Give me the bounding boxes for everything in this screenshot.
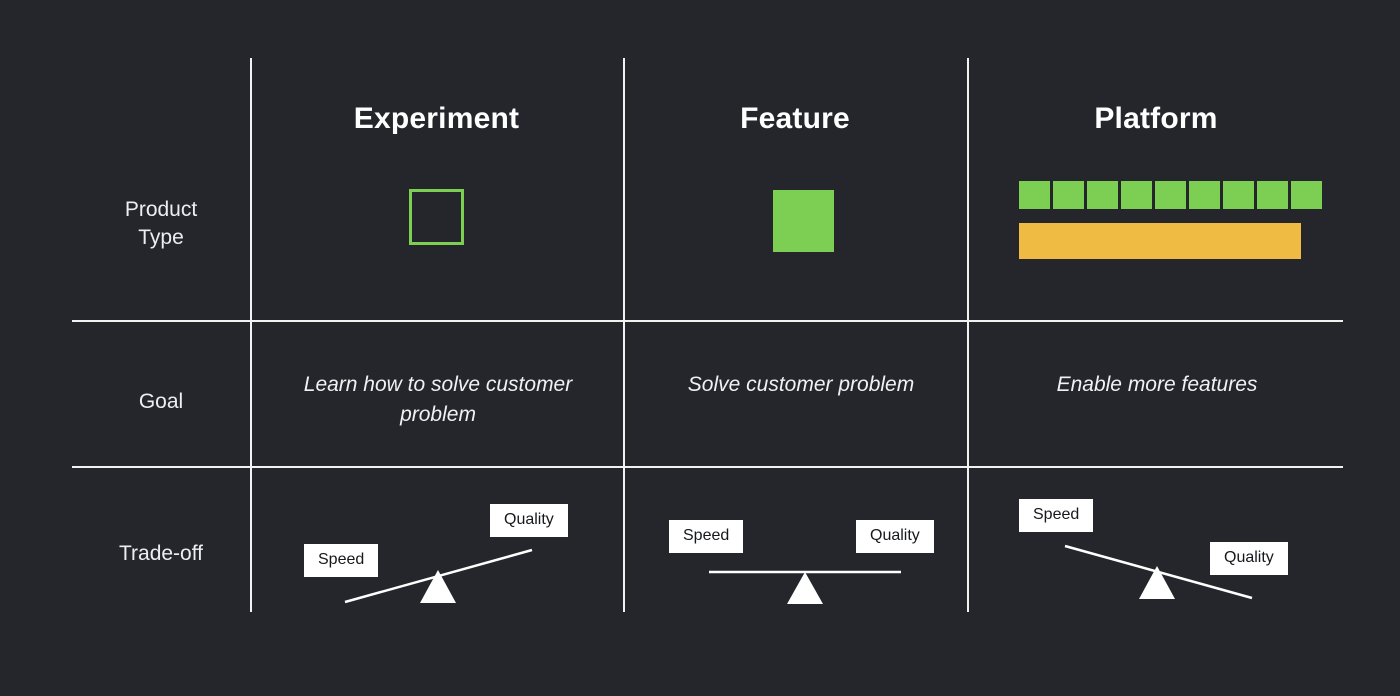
- filled-square-icon: [1087, 181, 1118, 209]
- filled-square-icon: [1257, 181, 1288, 209]
- row-label-product-type-line1: Product: [124, 198, 198, 221]
- seesaw-platform: Speed Quality: [977, 480, 1337, 610]
- horizontal-divider-2: [72, 466, 1343, 468]
- filled-square-icon: [1291, 181, 1322, 209]
- vertical-divider-1: [250, 58, 252, 612]
- row-label-product-type: Product Type: [72, 196, 250, 252]
- tradeoff-chip-speed: Speed: [304, 544, 379, 577]
- filled-square-icon: [1223, 181, 1254, 209]
- seesaw-experiment: Speed Quality: [260, 480, 615, 610]
- tradeoff-chip-speed: Speed: [1019, 499, 1094, 532]
- filled-square-icon: [1019, 181, 1050, 209]
- row-label-tradeoff: Trade-off: [118, 542, 204, 565]
- horizontal-divider-1: [72, 320, 1343, 322]
- row-label-goal: Goal: [138, 390, 184, 413]
- fulcrum-triangle-icon: [787, 572, 823, 604]
- column-header-feature: Feature: [740, 102, 850, 135]
- fulcrum-triangle-icon: [1139, 566, 1175, 599]
- vertical-divider-3: [967, 58, 969, 612]
- goal-text-experiment: Learn how to solve customer problem: [303, 373, 573, 426]
- column-header-experiment: Experiment: [353, 102, 520, 135]
- filled-square-icon: [1189, 181, 1220, 209]
- goal-text-feature: Solve customer problem: [687, 373, 915, 396]
- vertical-divider-2: [623, 58, 625, 612]
- goal-text-platform: Enable more features: [1056, 373, 1258, 396]
- column-header-platform: Platform: [1094, 102, 1218, 135]
- tradeoff-chip-quality: Quality: [856, 520, 934, 553]
- row-label-product-type-line2: Type: [138, 226, 184, 249]
- filled-square-icon: [1155, 181, 1186, 209]
- filled-square-icon: [1053, 181, 1084, 209]
- yellow-platform-bar-icon: [1019, 223, 1301, 259]
- square-row-group: [1019, 181, 1322, 209]
- tradeoff-chip-speed: Speed: [669, 520, 744, 553]
- filled-square-icon: [1121, 181, 1152, 209]
- outlined-square-icon: [409, 189, 464, 245]
- tradeoff-chip-quality: Quality: [490, 504, 568, 537]
- seesaw-feature: Speed Quality: [633, 480, 959, 610]
- fulcrum-triangle-icon: [420, 570, 456, 603]
- tradeoff-chip-quality: Quality: [1210, 542, 1288, 575]
- filled-square-icon: [773, 190, 834, 252]
